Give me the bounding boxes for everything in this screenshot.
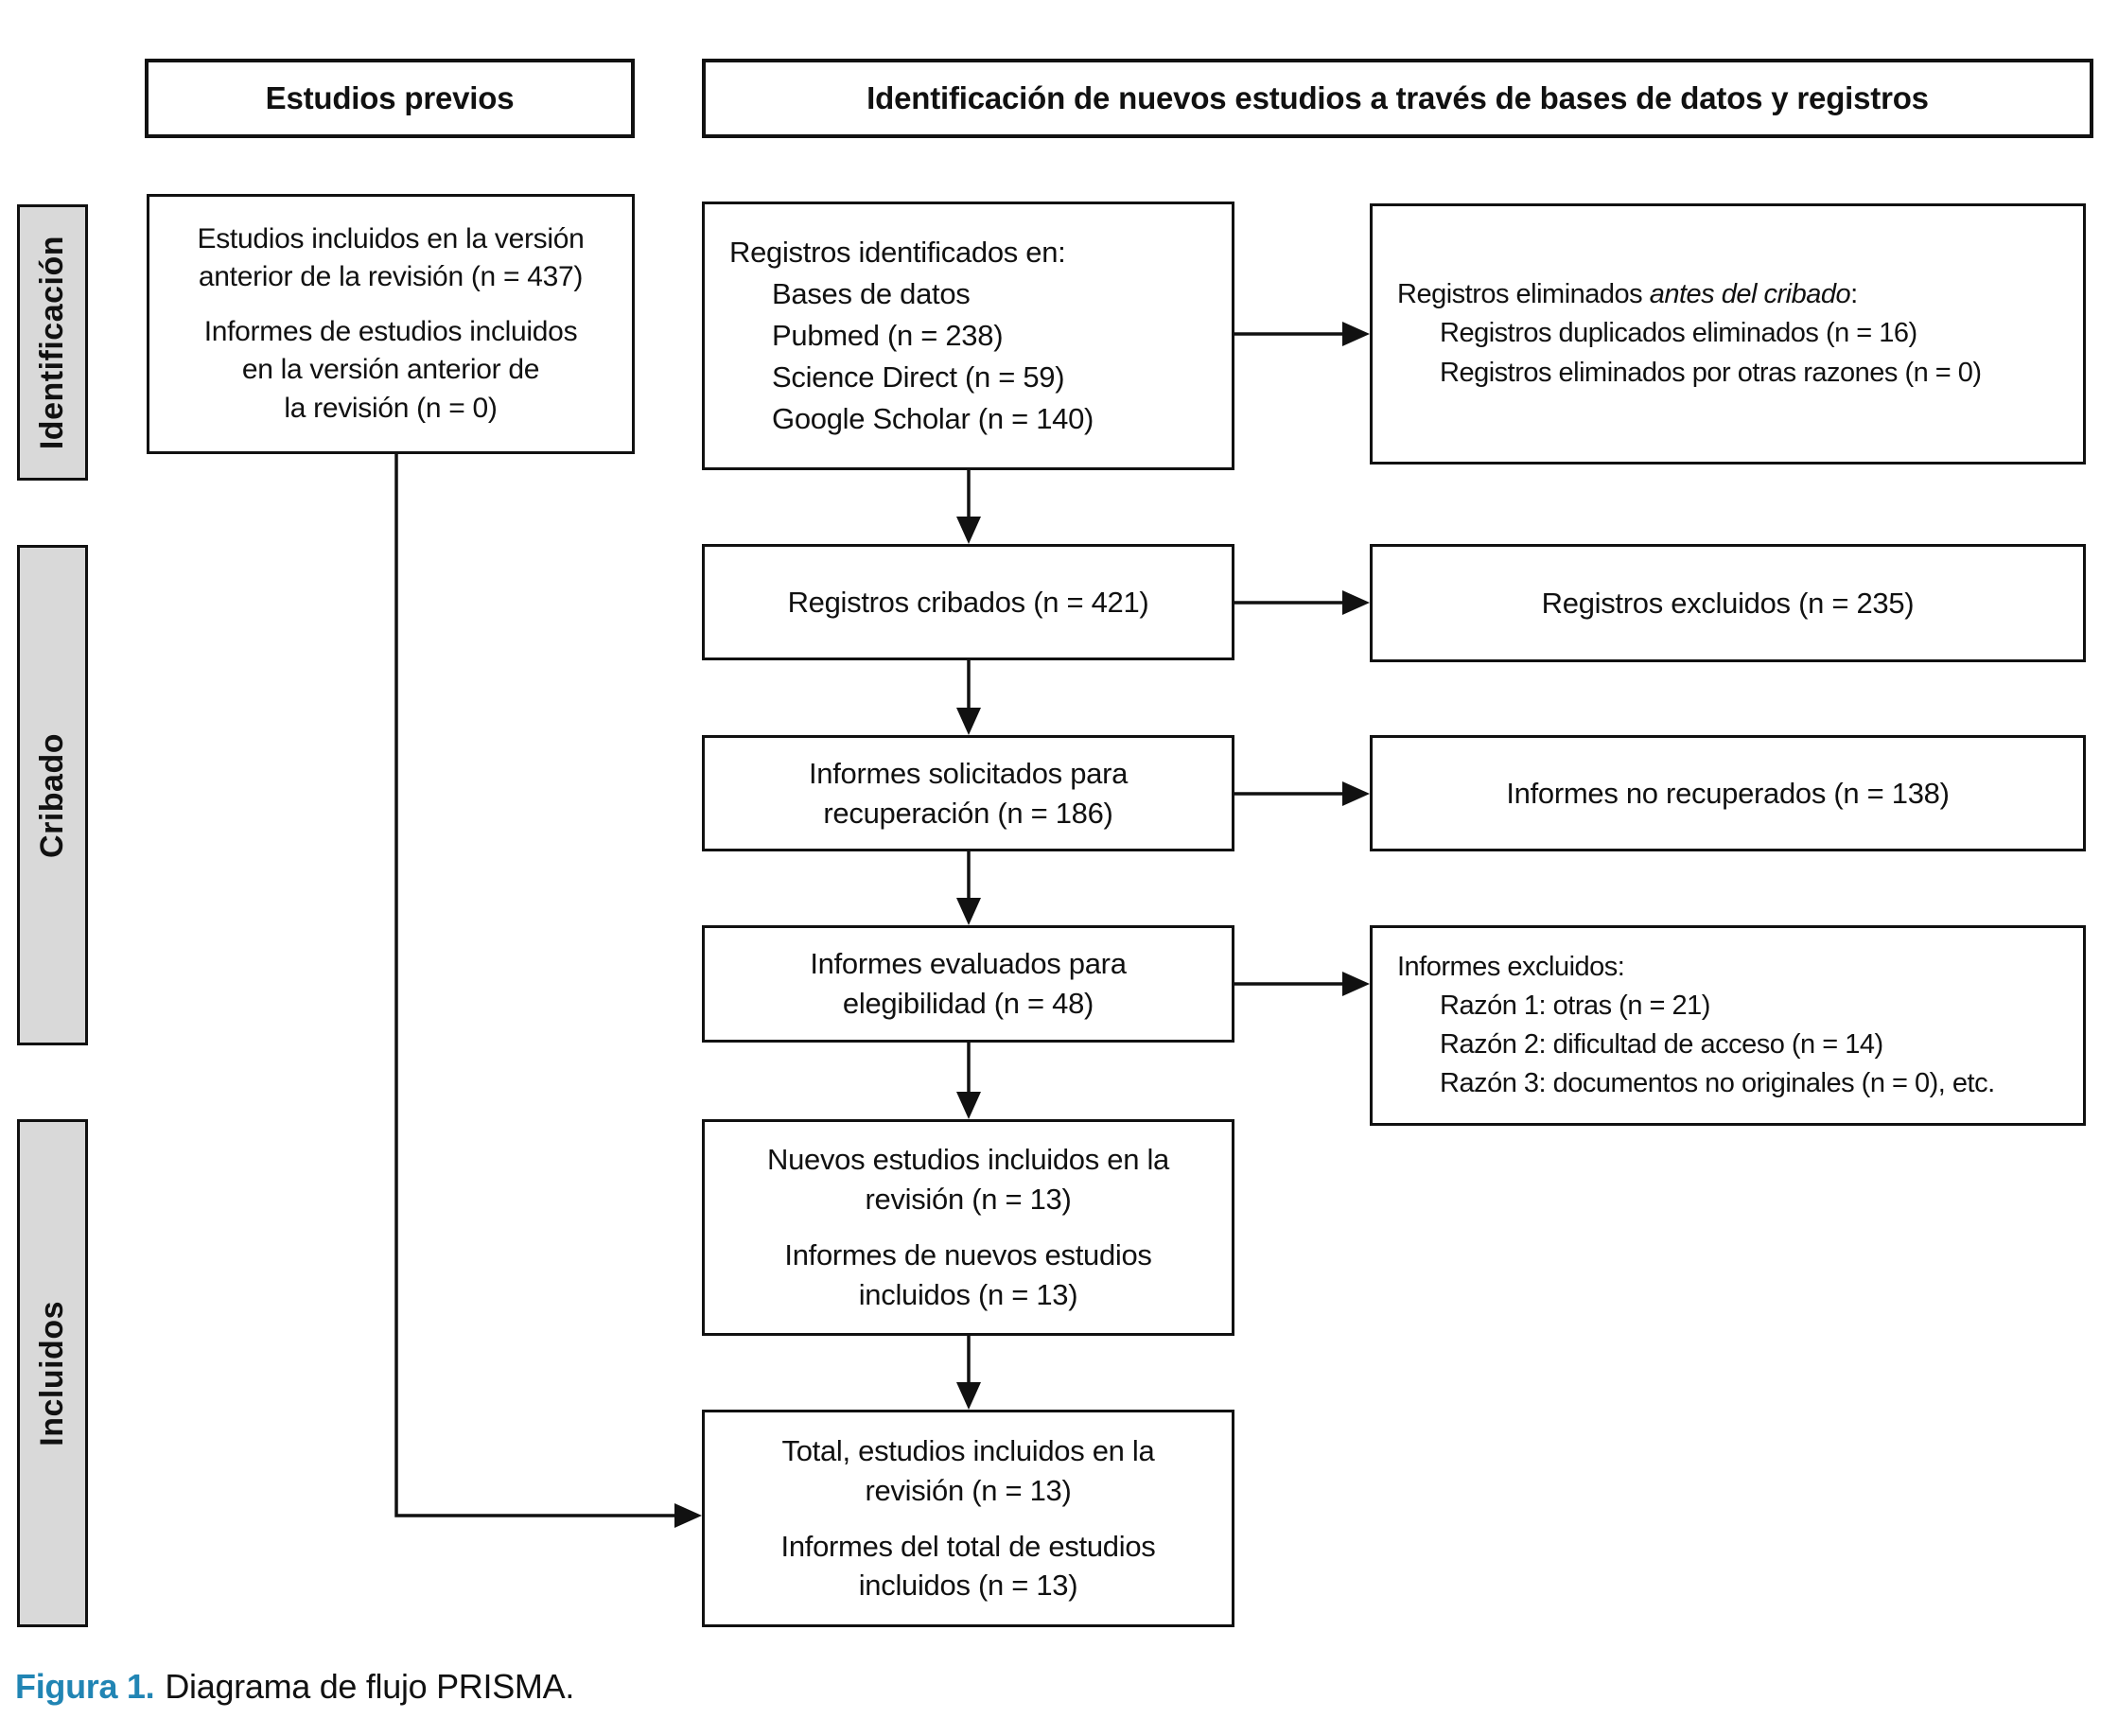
stage-label-included: Incluidos — [34, 1300, 70, 1447]
previous-version-para1: Estudios incluidos en la versión anterio… — [197, 222, 585, 293]
new-studies-included-para2: Informes de nuevos estudios incluidos (n… — [784, 1238, 1152, 1311]
figure-caption: Figura 1. Diagrama de flujo PRISMA. — [15, 1667, 574, 1707]
box-reports-excluded: Informes excluidos: Razón 1: otras (n = … — [1370, 925, 2086, 1126]
records-removed-intro: Registros eliminados antes del cribado: — [1397, 275, 2075, 314]
records-identified-item-googlescholar: Google Scholar (n = 140) — [772, 402, 1094, 436]
stage-label-screening: Cribado — [34, 732, 70, 858]
box-previous-version-studies: Estudios incluidos en la versión anterio… — [147, 194, 635, 454]
reports-excluded-intro: Informes excluidos: — [1397, 951, 1625, 982]
header-new-studies: Identificación de nuevos estudios a trav… — [702, 59, 2093, 138]
box-reports-not-retrieved: Informes no recuperados (n = 138) — [1370, 735, 2086, 851]
header-previous-studies: Estudios previos — [145, 59, 635, 138]
records-removed-item-other-reasons: Registros eliminados por otras razones (… — [1440, 357, 1982, 388]
records-identified-intro: Registros identificados en: — [729, 235, 1066, 269]
total-included-para1: Total, estudios incluidos en la revisión… — [781, 1433, 1155, 1507]
box-new-studies-included: Nuevos estudios incluidos en la revisión… — [702, 1119, 1234, 1336]
records-excluded-text: Registros excluidos (n = 235) — [1541, 586, 1915, 620]
reports-excluded-reason-3: Razón 3: documentos no originales (n = 0… — [1440, 1068, 1995, 1099]
reports-assessed-text: Informes evaluados para elegibilidad (n … — [810, 947, 1127, 1020]
reports-excluded-reason-1: Razón 1: otras (n = 21) — [1440, 990, 1710, 1021]
stage-bar-screening: Cribado — [17, 545, 88, 1045]
arrow-screened-to-excluded — [1234, 590, 1370, 615]
records-identified-item-databases: Bases de datos — [772, 276, 971, 310]
arrow-identified-to-removed — [1234, 322, 1370, 346]
box-records-removed: Registros eliminados antes del cribado: … — [1370, 203, 2086, 465]
stage-bar-included: Incluidos — [17, 1119, 88, 1627]
reports-excluded-reason-2: Razón 2: dificultad de acceso (n = 14) — [1440, 1029, 1883, 1060]
header-new-studies-label: Identificación de nuevos estudios a trav… — [866, 80, 1929, 115]
box-records-screened: Registros cribados (n = 421) — [702, 544, 1234, 660]
records-removed-intro-prefix: Registros eliminados — [1397, 279, 1650, 310]
reports-not-retrieved-text: Informes no recuperados (n = 138) — [1506, 776, 1950, 810]
figure-caption-number: Figura 1. — [15, 1667, 155, 1706]
figure-caption-text: Diagrama de flujo PRISMA. — [165, 1667, 575, 1706]
box-records-identified: Registros identificados en: Bases de dat… — [702, 202, 1234, 470]
arrow-sought-to-assessed — [956, 851, 981, 925]
arrow-new-included-to-total — [956, 1336, 981, 1410]
records-identified-item-pubmed: Pubmed (n = 238) — [772, 318, 1004, 352]
box-reports-sought: Informes solicitados para recuperación (… — [702, 735, 1234, 851]
arrow-sought-to-not-retrieved — [1234, 781, 1370, 806]
reports-sought-text: Informes solicitados para recuperación (… — [808, 756, 1129, 830]
box-total-included: Total, estudios incluidos en la revisión… — [702, 1410, 1234, 1627]
records-removed-intro-italic: antes del cribado — [1649, 279, 1851, 310]
arrow-assessed-to-new-included — [956, 1043, 981, 1119]
records-identified-item-sciencedirect: Science Direct (n = 59) — [772, 360, 1065, 394]
stage-bar-identification: Identificación — [17, 204, 88, 481]
records-removed-intro-suffix: : — [1850, 279, 1858, 310]
box-records-excluded: Registros excluidos (n = 235) — [1370, 544, 2086, 662]
arrow-identified-to-screened — [956, 470, 981, 544]
connector-previous-to-total — [394, 454, 702, 1528]
total-included-para2: Informes del total de estudios incluidos… — [780, 1529, 1156, 1603]
records-removed-item-duplicates: Registros duplicados eliminados (n = 16) — [1440, 318, 1917, 349]
box-reports-assessed: Informes evaluados para elegibilidad (n … — [702, 925, 1234, 1043]
arrow-assessed-to-reports-excluded — [1234, 972, 1370, 996]
records-screened-text: Registros cribados (n = 421) — [787, 585, 1149, 619]
previous-version-para2: Informes de estudios incluidos en la ver… — [203, 315, 578, 424]
new-studies-included-para1: Nuevos estudios incluidos en la revisión… — [767, 1143, 1169, 1217]
stage-label-identification: Identificación — [34, 235, 70, 450]
arrow-screened-to-sought — [956, 660, 981, 735]
header-previous-studies-label: Estudios previos — [265, 80, 515, 115]
